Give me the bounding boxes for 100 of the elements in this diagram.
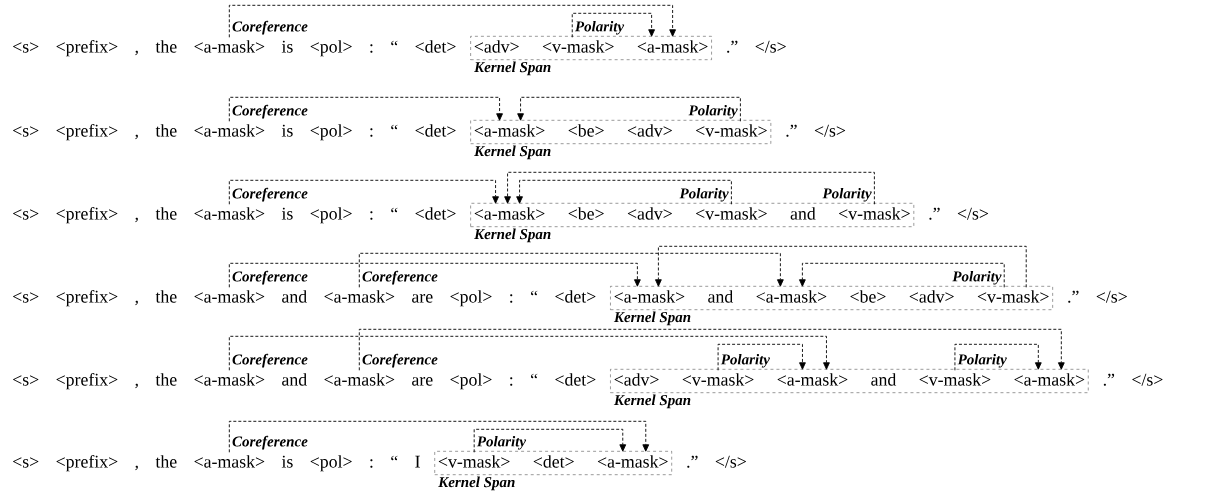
token: </s>	[715, 455, 746, 468]
arrow	[473, 428, 627, 453]
token: <det>	[555, 373, 596, 386]
span-caption: Kernel Span	[474, 228, 551, 243]
token: :	[370, 459, 373, 468]
edge-label: Polarity	[688, 104, 738, 119]
token: .”	[786, 124, 797, 137]
token: <prefix>	[56, 39, 118, 57]
token: <s>	[13, 42, 39, 53]
token: <be>	[568, 124, 604, 137]
edge-label: Coreference	[362, 353, 438, 368]
token: the	[155, 40, 177, 53]
arrow	[228, 4, 676, 38]
edge-label: Polarity	[957, 353, 1007, 368]
token: <be>	[850, 290, 886, 303]
arrow	[516, 179, 732, 205]
token: <s>	[13, 375, 39, 386]
span-caption: Kernel Span	[474, 145, 551, 160]
token: I	[415, 455, 420, 468]
token: :	[370, 211, 373, 220]
token: .”	[687, 455, 698, 468]
token: <pol>	[310, 455, 352, 472]
token: <a-mask>	[194, 290, 265, 303]
span-box	[610, 286, 1053, 310]
edge-label: Polarity	[679, 187, 729, 202]
token: and	[708, 290, 734, 303]
token: <a-mask>	[324, 290, 395, 303]
token: <a-mask>	[756, 290, 827, 303]
arrow	[655, 245, 1027, 288]
token: <prefix>	[56, 123, 118, 141]
span-box	[470, 120, 772, 144]
arrow	[954, 343, 1042, 371]
arrow	[358, 252, 784, 288]
token: </s>	[755, 40, 786, 53]
token: is	[281, 40, 293, 53]
span-caption: Kernel Span	[613, 394, 691, 409]
token: <v-mask>	[542, 40, 614, 53]
edge-label: Coreference	[232, 435, 308, 450]
token: are	[412, 294, 433, 303]
token: <prefix>	[56, 289, 118, 307]
token: <v-mask>	[919, 373, 991, 386]
token: <a-mask>	[597, 455, 668, 468]
token: <s>	[13, 126, 39, 137]
edge-label: Coreference	[232, 20, 308, 35]
token: “	[391, 124, 398, 130]
token: <v-mask>	[682, 373, 754, 386]
token: .”	[1068, 290, 1079, 303]
token: <v-mask>	[438, 455, 510, 468]
token: the	[155, 455, 177, 468]
token: <v-mask>	[977, 290, 1049, 303]
token: </s>	[1132, 373, 1163, 386]
edge-label: Coreference	[232, 187, 308, 202]
token: <s>	[13, 292, 39, 303]
token: <prefix>	[56, 454, 118, 472]
token: the	[155, 373, 177, 386]
edge-label: Polarity	[574, 20, 625, 35]
token: and	[790, 207, 816, 220]
token: <pol>	[310, 124, 352, 141]
token: :	[370, 44, 373, 53]
token: <det>	[415, 124, 456, 137]
token: the	[155, 207, 177, 220]
token: .”	[1103, 373, 1115, 386]
token: <a-mask>	[194, 207, 265, 220]
span-box	[470, 36, 712, 60]
arrow	[517, 96, 741, 122]
token: :	[370, 128, 373, 137]
arrow	[571, 12, 655, 38]
token: :	[510, 377, 513, 386]
span-box	[470, 203, 915, 227]
arrow	[228, 96, 503, 122]
token: “	[391, 207, 398, 213]
token: the	[155, 124, 177, 137]
token: <v-mask>	[696, 207, 767, 220]
token: <pol>	[450, 290, 492, 307]
token: “	[531, 290, 538, 296]
token: <pol>	[450, 373, 492, 390]
token: <a-mask>	[1014, 373, 1085, 386]
token: .”	[929, 207, 940, 220]
token: <a-mask>	[474, 124, 545, 137]
token: <s>	[13, 209, 39, 220]
token: <prefix>	[56, 206, 118, 224]
token: <a-mask>	[614, 290, 685, 303]
token: :	[510, 294, 513, 303]
edge-label: Coreference	[232, 270, 308, 285]
arrow	[228, 262, 641, 288]
arrow	[504, 171, 875, 205]
token: are	[412, 377, 433, 386]
token: <det>	[415, 40, 456, 53]
token: <a-mask>	[474, 207, 545, 220]
token: <adv>	[627, 207, 672, 220]
token: “	[391, 455, 398, 461]
token: “	[531, 373, 538, 379]
token: ,	[135, 383, 138, 389]
edge-label: Coreference	[362, 270, 438, 285]
token: <det>	[415, 207, 456, 220]
token: <a-mask>	[194, 373, 265, 386]
token: ,	[135, 465, 138, 471]
edge-label: Polarity	[952, 270, 1002, 285]
token: is	[281, 455, 293, 468]
token: ,	[135, 217, 138, 223]
